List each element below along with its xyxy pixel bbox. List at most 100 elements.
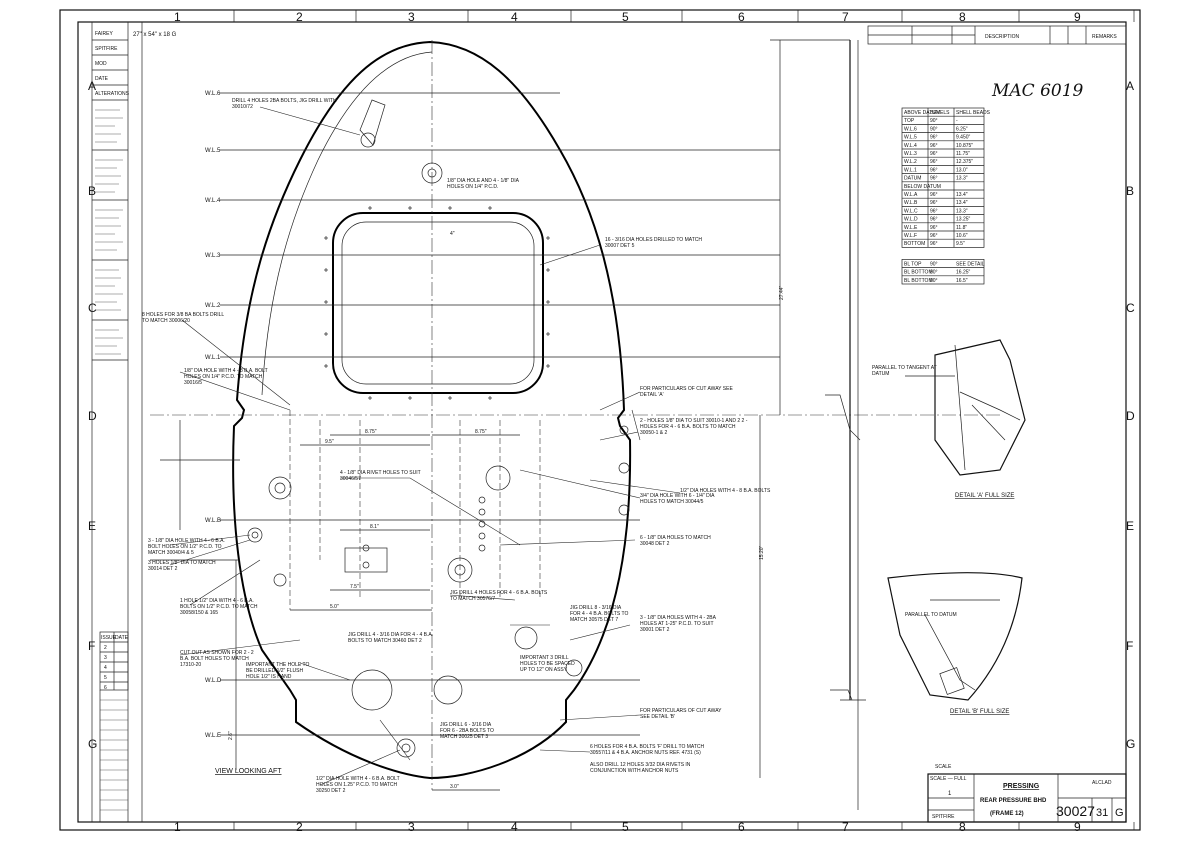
drawing-notes: DRILL 4 HOLES 2BA BOLTS, JIG DRILL WITH … [142, 98, 770, 794]
table-cell: 16.25" [956, 270, 971, 276]
grid-row-label: A [1126, 79, 1134, 93]
detail-b: PARALLEL TO DATUM DETAIL 'B' FULL SIZE [887, 572, 1023, 715]
svg-text:W.L.D: W.L.D [205, 678, 222, 684]
inner-border [77, 21, 1127, 823]
drilled-hole [274, 482, 286, 494]
grid-row-label: E [1126, 519, 1134, 533]
svg-text:DATE: DATE [115, 635, 129, 641]
flange-section [825, 394, 861, 701]
svg-text:5: 5 [104, 675, 107, 681]
drilled-hole [618, 504, 630, 516]
svg-text:W.L.2: W.L.2 [205, 303, 221, 309]
drilled-hole [362, 561, 370, 569]
svg-text:REMARKS: REMARKS [1092, 34, 1117, 40]
revision-header: DESCRIPTION REMARKS [867, 25, 1127, 45]
svg-text:FAIREY: FAIREY [95, 31, 113, 37]
table-cell: W.L.A [904, 192, 918, 198]
drilled-hole [421, 162, 443, 184]
rect-cutout [344, 547, 388, 573]
grid-col-label: 7 [842, 820, 849, 834]
svg-text:SPITFIRE: SPITFIRE [932, 814, 955, 820]
alterations-label: ALTERATIONS [95, 91, 130, 97]
height-dimensions: 27.44" 15.20" [759, 39, 866, 810]
svg-text:W.L.3: W.L.3 [205, 253, 221, 259]
table-cell: W.L.6 [904, 126, 917, 132]
grid-col-label: 6 [738, 10, 745, 24]
svg-text:ISSUE: ISSUE [101, 635, 117, 641]
table-cell: BL TOP [904, 261, 922, 267]
svg-text:W.L.6: W.L.6 [205, 91, 221, 97]
table-cell: 96° [930, 159, 938, 165]
table-cell: 13.4" [956, 200, 968, 206]
drawing-subtitle: REAR PRESSURE BHD [980, 798, 1047, 804]
table-cell: 96° [930, 151, 938, 157]
table-cell: W.L.1 [904, 167, 917, 173]
table-cell: 90° [930, 118, 938, 124]
table-cell: 96° [930, 176, 938, 182]
svg-text:G: G [1115, 807, 1124, 819]
grid-row-label: F [1126, 639, 1133, 653]
svg-text:2.6": 2.6" [228, 731, 234, 740]
grid-col-label: 9 [1074, 820, 1081, 834]
bulkhead-outline [232, 40, 632, 780]
drilled-hole [478, 496, 486, 504]
drilled-hole [251, 531, 259, 539]
table-cell: 96° [930, 225, 938, 231]
cutout-slot [359, 99, 386, 146]
svg-text:3.0": 3.0" [450, 784, 459, 790]
drilled-hole [268, 476, 292, 500]
table-cell: 96° [930, 217, 938, 223]
svg-text:DATE: DATE [95, 76, 109, 82]
grid-col-label: 1 [174, 10, 181, 24]
table-cell: W.L.D [904, 217, 918, 223]
svg-text:27.44": 27.44" [779, 285, 785, 300]
grid-col-label: 4 [511, 10, 518, 24]
grid-row-label: D [1126, 409, 1135, 423]
svg-text:W.L.B: W.L.B [205, 518, 221, 524]
svg-text:9.5": 9.5" [325, 439, 334, 445]
svg-text:7.5": 7.5" [350, 584, 359, 590]
svg-text:8.75": 8.75" [475, 429, 487, 435]
svg-text:W.L.4: W.L.4 [205, 198, 221, 204]
table-cell: - [956, 118, 958, 124]
svg-text:4": 4" [450, 231, 455, 237]
table-cell: SEE DETAIL [956, 261, 985, 267]
grid-col-label: 3 [408, 820, 415, 834]
drilled-hole [478, 508, 486, 516]
main-cutout [332, 212, 544, 394]
drilled-hole [360, 132, 376, 148]
svg-text:1: 1 [948, 791, 952, 797]
svg-text:W.L.E: W.L.E [205, 733, 221, 739]
table-cell: 16.5" [956, 278, 968, 284]
table-cell: 96° [930, 192, 938, 198]
table-cell: 13.3" [956, 176, 968, 182]
drilled-hole [618, 462, 630, 474]
table-cell: TOP [904, 118, 915, 124]
svg-text:DETAIL 'A' FULL SIZE: DETAIL 'A' FULL SIZE [955, 493, 1014, 499]
svg-text:W.L.1: W.L.1 [205, 355, 221, 361]
grid-col-label: 8 [959, 820, 966, 834]
grid-row-label: B [1126, 184, 1134, 198]
table-cell: 13.25" [956, 217, 971, 223]
svg-text:DETAIL 'B' FULL SIZE: DETAIL 'B' FULL SIZE [950, 709, 1009, 715]
drilled-hole [478, 532, 486, 540]
svg-text:2: 2 [104, 645, 107, 651]
table-cell: W.L.E [904, 225, 918, 231]
grid-row-label: G [1126, 737, 1135, 751]
svg-text:31: 31 [1096, 807, 1108, 819]
table-cell: 90° [930, 261, 938, 267]
table-cell: 96° [930, 167, 938, 173]
drawing-number: 30027 [1056, 803, 1095, 819]
drilled-hole [485, 465, 511, 491]
grid-row-label: C [1126, 301, 1135, 315]
table-header: SHELL BEADS [956, 110, 991, 116]
table-cell: 9.450" [956, 135, 971, 141]
drawing-title: PRESSING [1003, 783, 1040, 790]
table-cell: W.L.C [904, 208, 918, 214]
svg-text:5.0": 5.0" [330, 604, 339, 610]
drilled-hole [433, 675, 463, 705]
table-cell: W.L.F [904, 233, 917, 239]
svg-text:DESCRIPTION: DESCRIPTION [985, 34, 1020, 40]
